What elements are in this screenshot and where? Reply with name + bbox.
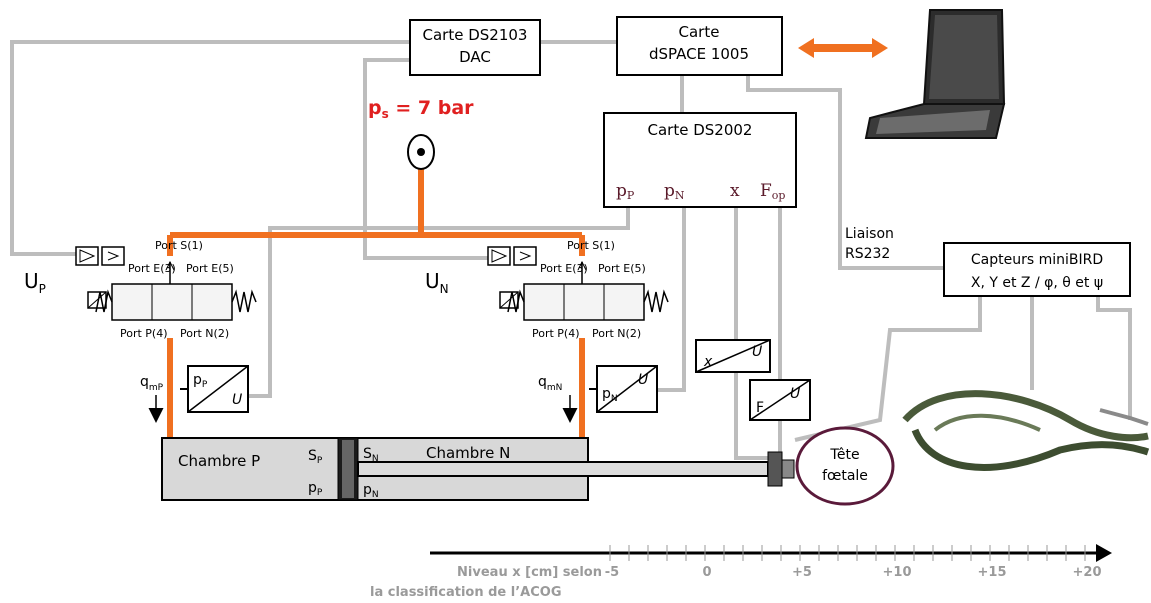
- ds2002-card: Carte DS2002 pP pN x Fop: [603, 112, 797, 208]
- sensor-position-x: x U: [695, 339, 771, 373]
- svg-text:F: F: [756, 400, 764, 416]
- svg-text:fœtale: fœtale: [822, 468, 868, 484]
- svg-text:x: x: [703, 354, 713, 370]
- forceps-image: [902, 390, 1150, 471]
- scale-minor-ticks: [609, 545, 1086, 561]
- svg-text:RS232: RS232: [845, 246, 890, 262]
- valve-right: Port S(1) Port E(3) Port E(5) Port P(4) …: [487, 239, 669, 340]
- svg-text:Tête: Tête: [829, 447, 859, 463]
- svg-text:la classification de l’ACOG: la classification de l’ACOG: [370, 585, 561, 600]
- scale-tick-label: +15: [978, 565, 1007, 580]
- valve-left: Port S(1) Port E(3) Port E(5) Port P(4) …: [75, 239, 257, 340]
- minibird-sensor-box: Capteurs miniBIRD X, Y et Z / φ, θ et ψ: [943, 242, 1131, 297]
- sensor-pressure-p: pP U: [180, 365, 249, 413]
- supply-pressure-label: ps = 7 bar: [368, 97, 474, 121]
- svg-text:Port P(4): Port P(4): [532, 327, 580, 340]
- svg-text:Capteurs miniBIRD: Capteurs miniBIRD: [971, 252, 1103, 268]
- svg-text:Carte DS2002: Carte DS2002: [648, 121, 753, 139]
- svg-text:Port N(2): Port N(2): [592, 327, 641, 340]
- pneumatic-cylinder: Chambre P Chambre N SP pP SN pN: [161, 437, 795, 501]
- dac-card: Carte DS2103 DAC: [409, 19, 541, 76]
- svg-text:X, Y et Z / φ, θ et ψ: X, Y et Z / φ, θ et ψ: [971, 275, 1103, 291]
- svg-text:Liaison: Liaison: [845, 226, 894, 242]
- scale-tick-label: +20: [1073, 565, 1102, 580]
- sensor-force-f: F U: [749, 379, 811, 421]
- svg-text:Port E(3): Port E(3): [128, 262, 176, 275]
- svg-text:Port N(2): Port N(2): [180, 327, 229, 340]
- svg-text:Carte DS2103: Carte DS2103: [423, 26, 528, 44]
- dspace-card: Carte dSPACE 1005: [616, 16, 783, 76]
- scale-tick-label: 0: [702, 565, 711, 580]
- flow-qmp: qmP: [140, 374, 164, 423]
- flow-qmn: qmN: [538, 374, 578, 423]
- svg-text:U: U: [752, 344, 762, 360]
- pressure-source: [407, 134, 435, 170]
- svg-text:Port E(5): Port E(5): [186, 262, 234, 275]
- svg-text:Port E(5): Port E(5): [598, 262, 646, 275]
- rs232-label: Liaison RS232: [845, 226, 894, 262]
- svg-text:U: U: [790, 386, 800, 402]
- svg-text:U: U: [638, 372, 648, 388]
- svg-text:Port S(1): Port S(1): [155, 239, 203, 252]
- pneumatic-pipes: [167, 168, 585, 440]
- comm-double-arrow: [798, 38, 888, 58]
- signal-un-label: UN: [425, 269, 449, 296]
- acog-scale: Niveau x [cm] selon la classification de…: [370, 544, 1112, 600]
- svg-text:Chambre N: Chambre N: [426, 444, 510, 462]
- svg-text:Chambre P: Chambre P: [178, 452, 260, 470]
- signal-wires: [10, 40, 1132, 460]
- scale-tick-label: +10: [883, 565, 912, 580]
- svg-text:x: x: [730, 181, 740, 201]
- svg-text:Port S(1): Port S(1): [567, 239, 615, 252]
- svg-text:Port P(4): Port P(4): [120, 327, 168, 340]
- svg-text:qmP: qmP: [140, 374, 164, 393]
- svg-text:Niveau x [cm] selon: Niveau x [cm] selon: [457, 565, 602, 580]
- scale-tick-label: +5: [792, 565, 812, 580]
- signal-up-label: UP: [24, 269, 46, 296]
- laptop-icon: [864, 9, 1006, 139]
- svg-text:U: U: [232, 392, 242, 408]
- svg-text:dSPACE 1005: dSPACE 1005: [649, 45, 749, 63]
- svg-text:DAC: DAC: [459, 48, 491, 66]
- fetal-head: Tête fœtale: [795, 426, 895, 506]
- sensor-pressure-n: pN U: [589, 365, 658, 413]
- scale-tick-label: -5: [605, 565, 619, 580]
- svg-text:qmN: qmN: [538, 374, 562, 393]
- svg-text:Carte: Carte: [679, 23, 720, 41]
- svg-text:Port E(3): Port E(3): [540, 262, 588, 275]
